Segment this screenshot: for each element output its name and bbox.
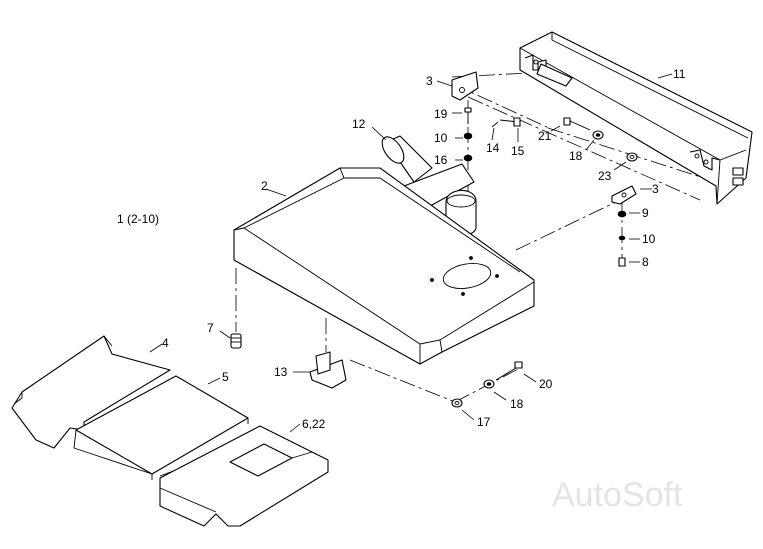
callout-3-upper: 3 [426,74,433,88]
upper-hardware-stack [463,107,473,162]
callout-10-upper: 10 [434,131,448,145]
lower-hardware-stack [451,361,523,408]
assembly-label: 1 (2-10) [117,212,159,226]
callout-14: 14 [486,141,500,155]
callout-11: 11 [673,67,686,81]
callout-15: 15 [511,144,525,158]
part-3-upper-plate [451,71,479,101]
leader-lines [149,73,673,433]
callout-16: 16 [434,153,448,167]
callout-23: 23 [598,169,612,183]
part-13-bracket [309,351,347,389]
pins-14-15 [491,117,521,128]
callout-4: 4 [162,336,169,350]
callout-17: 17 [477,415,491,429]
callout-7: 7 [207,321,214,335]
callout-labels: 2 3 19 10 16 12 14 15 21 18 23 3 9 10 8 … [117,67,686,431]
callout-18-upper: 18 [569,149,583,163]
part-6-22-cover [159,425,329,527]
callout-13: 13 [274,365,288,379]
callout-3-right: 3 [652,182,659,196]
callout-12: 12 [352,117,366,131]
callout-21: 21 [538,129,552,143]
callout-18-lower: 18 [510,397,524,411]
part-5-cover-panel [73,375,249,480]
callout-9: 9 [642,206,649,220]
part-11-bracket [519,31,753,205]
callout-6-22: 6,22 [302,417,326,431]
callout-20: 20 [539,377,553,391]
callout-10-lower: 10 [642,232,656,246]
part-7-drain-plug [230,333,242,349]
watermark: AutoSoft [552,476,683,514]
callout-5: 5 [222,370,229,384]
callout-19: 19 [434,107,448,121]
callout-2: 2 [261,179,268,193]
right-hardware-stack [611,185,637,267]
part-2-muffler [233,167,535,365]
callout-8: 8 [642,255,649,269]
bolt-21-washers-18-23 [563,117,638,162]
